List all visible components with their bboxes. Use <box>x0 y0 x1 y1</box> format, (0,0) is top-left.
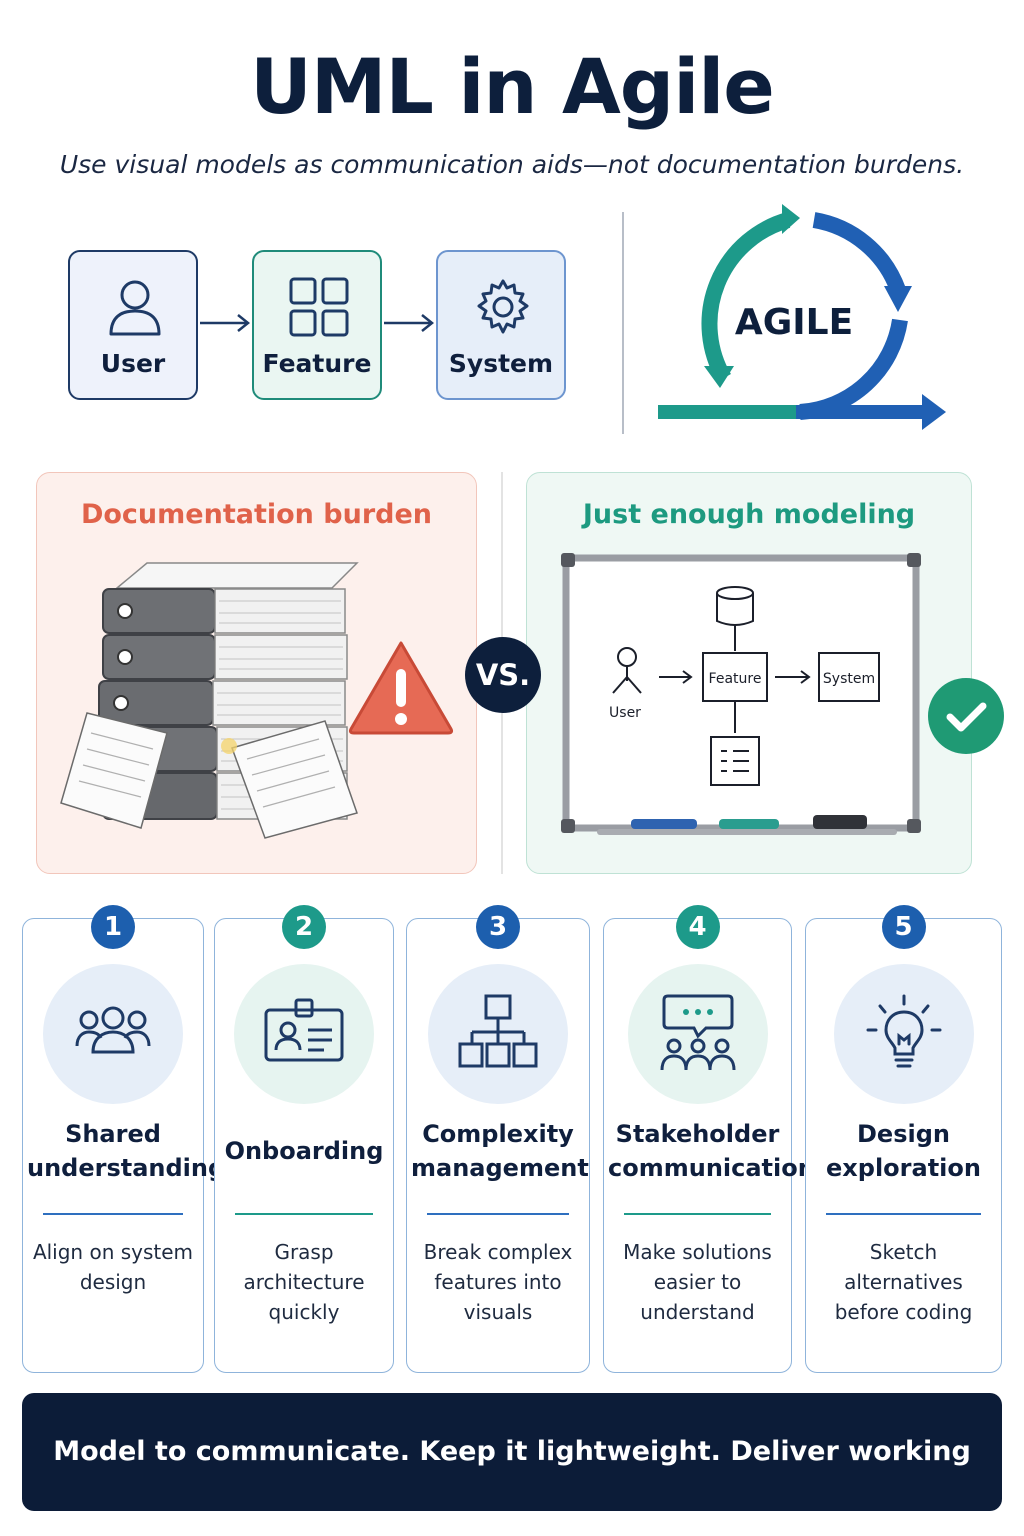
benefit-divider <box>43 1213 183 1215</box>
benefit-description: Sketch alternatives before coding <box>834 1240 973 1324</box>
checkmark-icon <box>928 678 1004 754</box>
benefit-icon-circle <box>833 964 974 1104</box>
benefit-icon-circle <box>627 964 768 1104</box>
benefit-divider <box>235 1213 373 1215</box>
whiteboard-system-label: System <box>823 671 875 687</box>
flow-arrow-icon <box>200 314 251 332</box>
flow-user-box: User <box>68 250 198 400</box>
flow-system-box: System <box>436 250 566 400</box>
benefit-divider <box>427 1213 569 1215</box>
benefit-number-badge: 1 <box>91 905 135 949</box>
benefit-icon-circle <box>428 964 568 1104</box>
benefit-title: Stakeholder communication <box>608 1120 815 1182</box>
documentation-burden-panel: Documentation burden <box>36 472 477 874</box>
user-icon <box>109 280 161 336</box>
whiteboard-icon: Feature System User <box>561 553 921 835</box>
benefit-number-badge: 4 <box>675 905 720 949</box>
benefit-number-badge: 5 <box>881 905 926 949</box>
binder-stack-icon <box>60 562 359 839</box>
benefit-number-badge: 3 <box>476 905 520 949</box>
benefit-card-shared-understanding: 1 Shared understanding Align on system d… <box>22 905 226 1373</box>
team-icon <box>75 1006 151 1054</box>
whiteboard-feature-label: Feature <box>709 671 762 687</box>
benefit-card-design-exploration: 5 Design exploration Sketch alternatives… <box>805 905 1002 1373</box>
discussion-icon <box>660 994 735 1071</box>
benefit-icon-circle <box>43 964 183 1104</box>
id-badge-icon <box>264 998 344 1062</box>
grid-icon <box>289 277 349 337</box>
benefit-title: Onboarding <box>224 1137 384 1165</box>
page-title: UML in Agile <box>250 42 775 131</box>
warning-icon <box>348 641 454 735</box>
divider <box>622 212 624 434</box>
benefit-description: Break complex features into visuals <box>423 1240 573 1324</box>
flow-user-label: User <box>100 349 166 378</box>
vs-badge: VS. <box>465 637 541 713</box>
agile-cycle-diagram: AGILE <box>658 204 946 430</box>
benefit-card-stakeholder-communication: 4 Stakeholder communication Make solutio… <box>603 905 815 1373</box>
gear-icon <box>477 279 529 334</box>
benefit-title: Complexity management <box>411 1120 589 1182</box>
lightbulb-icon <box>866 994 941 1068</box>
documentation-burden-title: Documentation burden <box>80 499 433 530</box>
benefit-number-badge: 2 <box>282 905 326 949</box>
benefit-icon-circle <box>234 964 374 1104</box>
flow-feature-box: Feature <box>252 250 382 400</box>
flow-arrow-icon <box>384 314 435 332</box>
just-enough-modeling-title: Just enough modeling <box>582 499 916 530</box>
benefit-card-complexity-management: 3 Complexity management Break complex fe… <box>406 905 590 1373</box>
flow-system-label: System <box>448 349 554 378</box>
page-subtitle: Use visual models as communication aids—… <box>59 150 965 179</box>
benefit-description: Align on system design <box>32 1240 194 1294</box>
benefit-description: Grasp architecture quickly <box>243 1240 365 1324</box>
benefit-title: Shared understanding <box>27 1120 226 1182</box>
benefit-title: Design exploration <box>826 1120 981 1182</box>
benefit-card-onboarding: 2 Onboarding Grasp architecture quickly <box>214 905 394 1373</box>
benefit-divider <box>624 1213 771 1215</box>
bottom-banner: Model to communicate. Keep it lightweigh… <box>22 1393 1002 1511</box>
benefit-description: Make solutions easier to understand <box>623 1240 772 1324</box>
whiteboard-user-label: User <box>609 705 641 721</box>
flow-feature-label: Feature <box>262 349 372 378</box>
hierarchy-icon <box>458 994 538 1068</box>
benefit-divider <box>826 1213 981 1215</box>
agile-label: AGILE <box>735 302 853 343</box>
just-enough-modeling-panel: Just enough modeling <box>526 472 972 874</box>
